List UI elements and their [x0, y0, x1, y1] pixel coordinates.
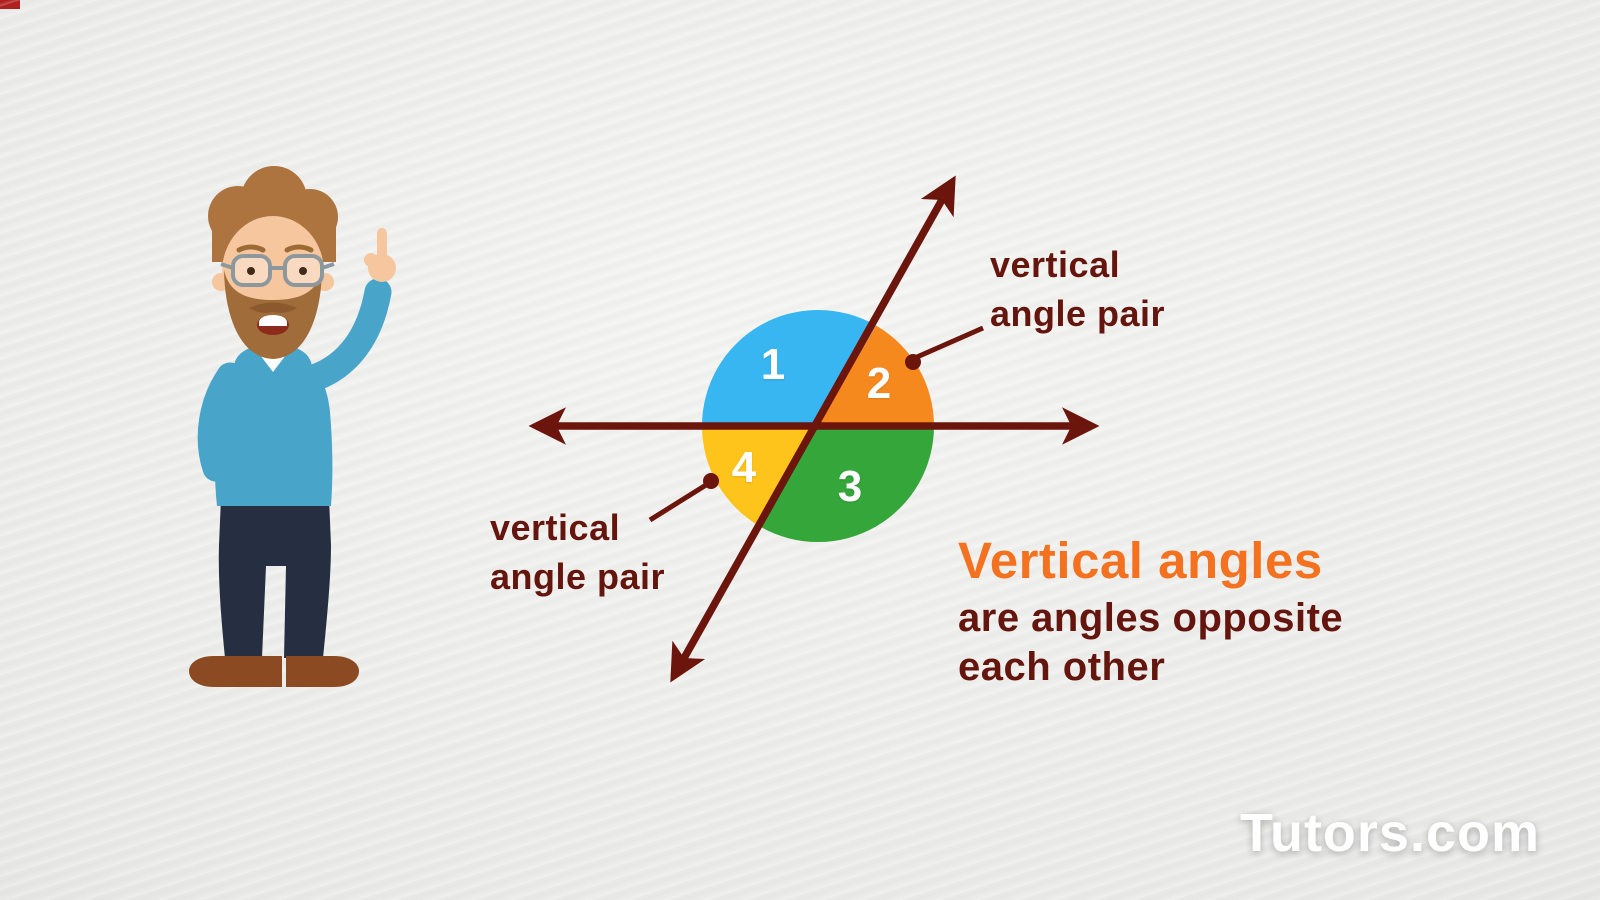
label-line: angle pair	[490, 556, 666, 597]
teeth	[259, 315, 287, 326]
label-line: vertical	[490, 507, 621, 548]
right-eye	[299, 267, 307, 275]
down-arm	[197, 362, 244, 482]
label-line: vertical	[990, 244, 1121, 285]
caption-body-line: each other	[958, 645, 1166, 689]
right-eyebrow	[284, 244, 314, 253]
left-eye	[247, 267, 255, 275]
left-eyebrow	[236, 244, 266, 253]
pointing-hand-icon	[364, 228, 396, 282]
caption-body-line: are angles opposite	[958, 596, 1344, 640]
transversal-line	[670, 175, 956, 683]
bottom-pointer	[648, 473, 719, 523]
angle-4-number: 4	[731, 443, 757, 492]
definition-caption: Vertical angles are angles opposite each…	[958, 532, 1343, 692]
beard	[224, 270, 322, 359]
right-shoe	[286, 656, 359, 687]
tutors-com-watermark: Tutors.com	[1239, 803, 1540, 863]
tutor-character	[189, 166, 396, 687]
angle-2-number: 2	[866, 359, 892, 408]
caption-title: Vertical angles	[958, 532, 1323, 589]
raised-arm	[300, 278, 392, 392]
head	[208, 166, 338, 359]
vertical-angles-diagram	[528, 175, 1100, 683]
angle-1-number: 1	[760, 340, 786, 389]
caption-body: are angles opposite each other	[958, 594, 1343, 692]
bottom-pointer-dot	[703, 473, 719, 489]
corner-artifact	[0, 0, 20, 9]
mustache	[249, 302, 297, 313]
left-shoe	[189, 656, 282, 687]
top-pointer-dot	[905, 354, 921, 370]
vertical-angle-pair-label-bottom: vertical angle pair	[490, 503, 665, 601]
label-line: angle pair	[990, 293, 1166, 334]
vertical-angle-pair-label-top: vertical angle pair	[990, 240, 1165, 338]
pants	[218, 498, 331, 658]
angle-3-number: 3	[837, 462, 863, 511]
top-pointer	[905, 325, 985, 370]
